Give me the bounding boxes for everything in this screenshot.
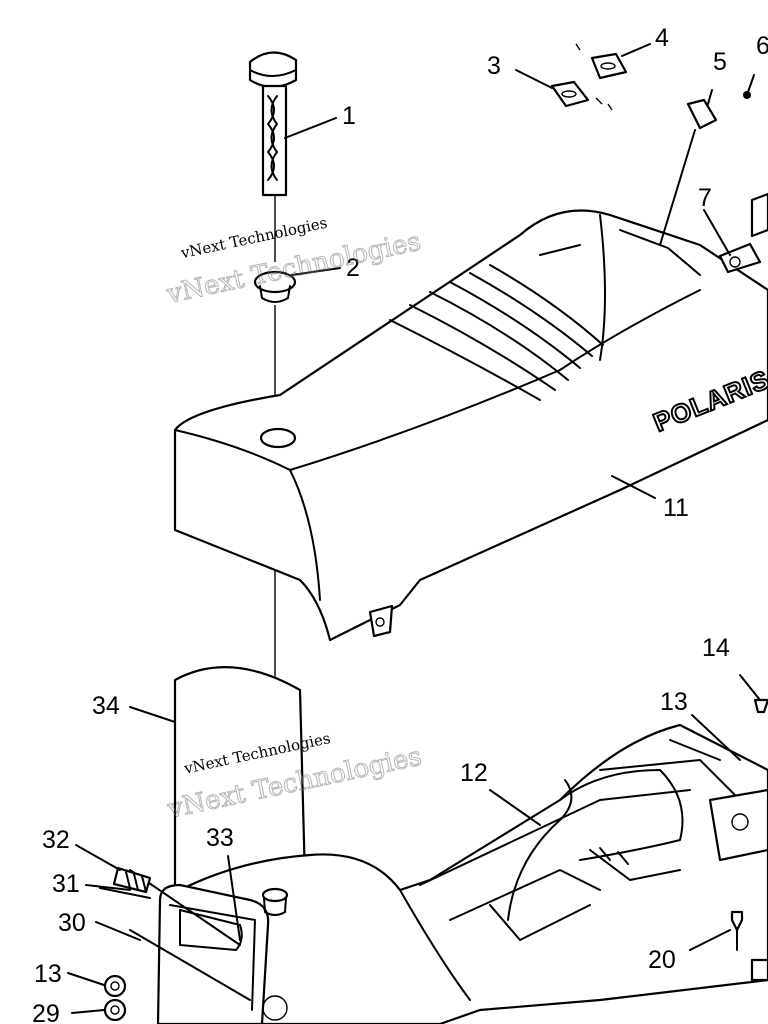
callout-32: 32 (42, 826, 70, 854)
callout-14: 14 (702, 634, 730, 662)
callout-1: 1 (342, 102, 356, 130)
watermark-upper: vNext Technologies vNext Technologies (163, 214, 424, 311)
fill-cap-part (248, 51, 298, 197)
bolt-parts (730, 698, 768, 982)
nut-parts (103, 974, 127, 1022)
callout-numbers: 1 2 3 4 5 6 7 11 12 13 14 20 29 30 31 32… (32, 24, 768, 1024)
seat-latch-hardware (718, 192, 768, 274)
oil-tank-part (99, 866, 288, 1024)
decal-parts (550, 43, 751, 130)
seat-part: POLARIS (173, 209, 768, 642)
callout-3: 3 (487, 52, 501, 80)
callout-20: 20 (648, 946, 676, 974)
callout-31: 31 (52, 870, 80, 898)
heat-shield-part (173, 666, 307, 902)
callout-33: 33 (206, 824, 234, 852)
callout-13-lower: 13 (34, 960, 62, 988)
callout-11: 11 (663, 494, 689, 522)
callout-13-upper: 13 (660, 688, 688, 716)
tank-grommet-part (261, 887, 289, 916)
callout-12: 12 (460, 759, 488, 787)
callout-34: 34 (92, 692, 120, 720)
callout-29: 29 (32, 1000, 60, 1024)
callout-2: 2 (346, 254, 360, 282)
callout-7: 7 (698, 184, 712, 212)
callout-4: 4 (655, 24, 669, 52)
leader-lines (67, 43, 761, 1014)
frame-part (178, 723, 768, 1024)
callout-5: 5 (713, 48, 727, 76)
throttle-cable-part (507, 779, 573, 921)
callout-30: 30 (58, 909, 86, 937)
callout-6: 6 (756, 32, 768, 60)
grommet-part (253, 270, 297, 303)
